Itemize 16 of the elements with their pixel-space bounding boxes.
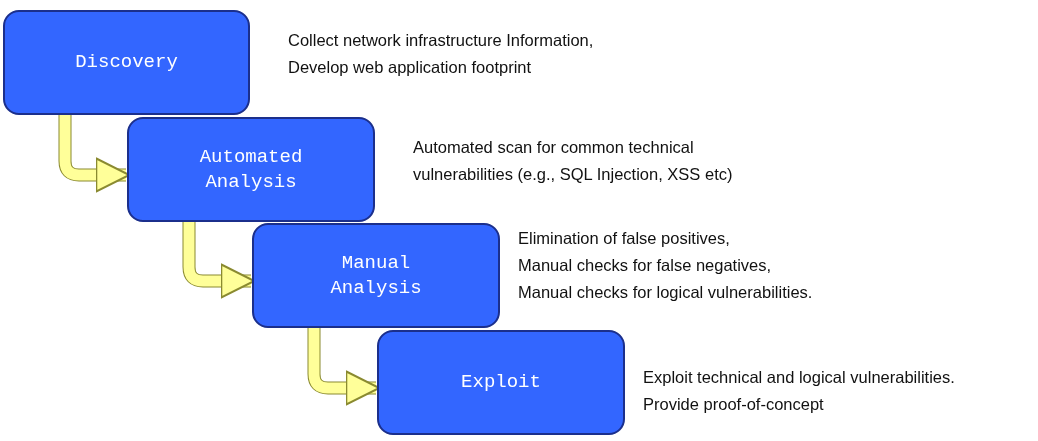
box-title: Exploit <box>461 370 541 395</box>
description-text: Exploit technical and logical vulnerabilities. <box>643 367 956 388</box>
description-text: Develop web application footprint <box>288 57 533 78</box>
process-box <box>3 10 250 115</box>
process-box <box>127 117 375 222</box>
description-text: Elimination of false positives, <box>518 228 731 249</box>
description-text: Manual checks for logical vulnerabilities. <box>518 282 814 303</box>
box-title: Discovery <box>75 50 178 75</box>
description-text: Provide proof-of-concept <box>643 394 825 415</box>
description-text: Collect network infrastructure Information, <box>288 30 595 51</box>
process-box <box>377 330 625 435</box>
box-title: Automated Analysis <box>198 144 304 195</box>
box-title: Manual Analysis <box>329 250 423 301</box>
process-box <box>252 223 500 328</box>
description-text: Manual checks for false negatives, <box>518 255 773 276</box>
description-text: Automated scan for common technical vulnerabilities (e.g., SQL Injection, XSS etc) <box>413 137 734 185</box>
